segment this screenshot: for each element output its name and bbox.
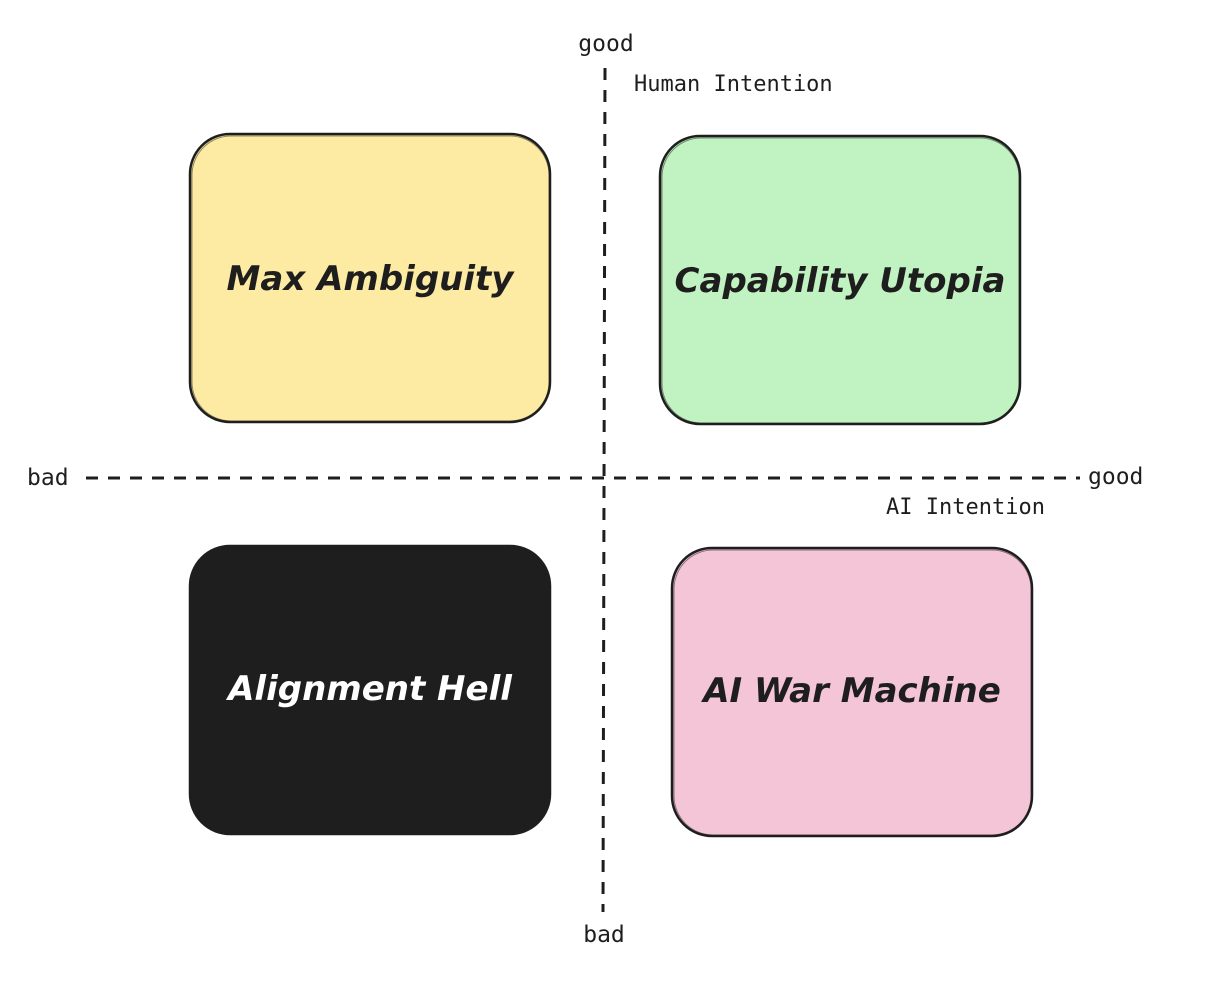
quadrant-box-bottom-left	[188, 544, 552, 836]
vertical-axis-top-label: good	[578, 31, 633, 57]
vertical-axis-bottom-label: bad	[583, 922, 625, 948]
horizontal-axis-title: AI Intention	[886, 495, 1045, 520]
quadrant-alignment-hell: Alignment Hell	[188, 544, 552, 836]
quadrant-label-alignment-hell: Alignment Hell	[225, 669, 513, 709]
quadrant-capability-utopia: Capability Utopia	[658, 134, 1022, 426]
quadrant-max-ambiguity: Max Ambiguity	[188, 132, 552, 424]
quadrant-box-top-left	[188, 132, 552, 424]
vertical-axis-title: Human Intention	[634, 72, 833, 97]
vertical-axis-line	[601, 67, 607, 913]
quadrant-label-ai-war-machine: AI War Machine	[700, 671, 1001, 711]
quadrant-label-capability-utopia: Capability Utopia	[675, 261, 1006, 301]
horizontal-axis-left-label: bad	[27, 465, 69, 491]
quadrant-box-top-right	[658, 134, 1022, 426]
quadrant-label-max-ambiguity: Max Ambiguity	[227, 259, 516, 299]
quadrant-ai-war-machine: AI War Machine	[670, 546, 1034, 838]
quadrant-box-bottom-right	[670, 546, 1034, 838]
horizontal-axis-right-label: good	[1088, 464, 1143, 490]
